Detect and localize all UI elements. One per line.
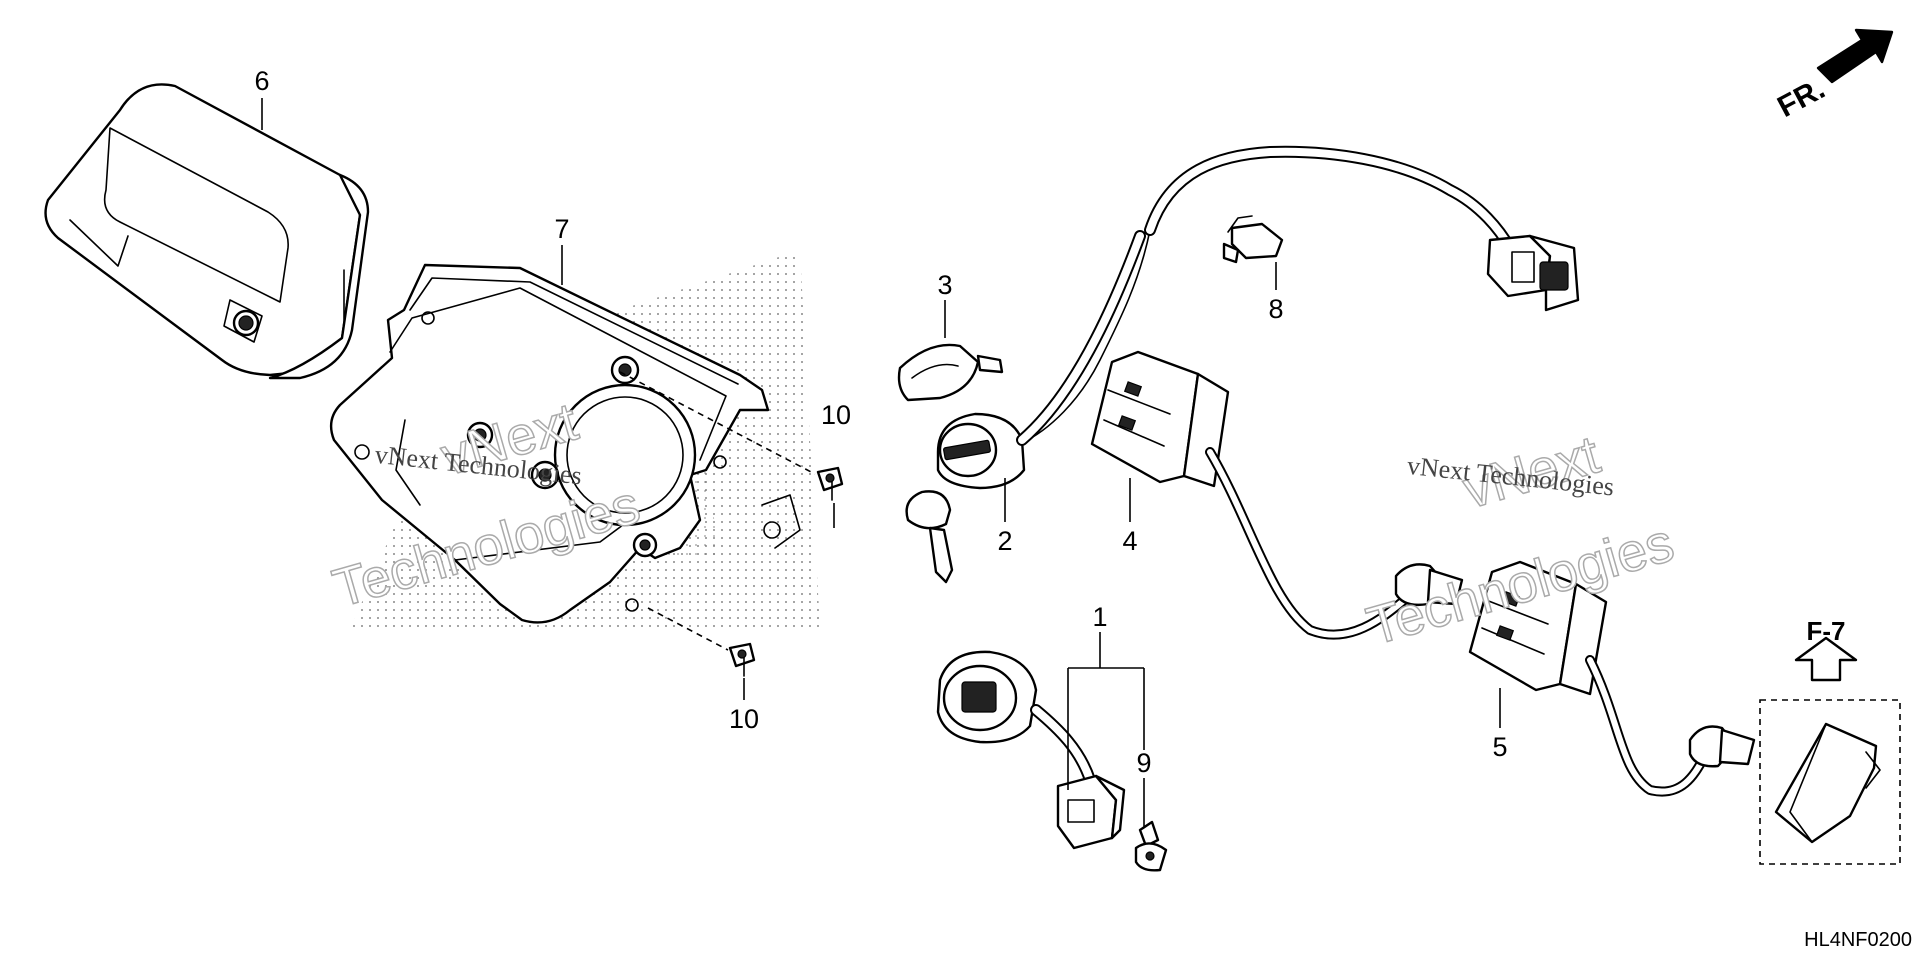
callout-2: 2 [997, 526, 1012, 556]
ignition-switch-icon [905, 229, 1151, 584]
callout-10: 10 [821, 400, 851, 430]
callout-5: 5 [1492, 732, 1507, 762]
callout-9: 9 [1136, 748, 1151, 778]
callout-1: 1 [1092, 602, 1107, 632]
callout-7: 7 [554, 214, 569, 244]
reference-label: F-7 [1807, 616, 1846, 646]
leader-lines [261, 98, 1501, 828]
key-cap-icon [897, 343, 1004, 402]
harness-icon [1016, 145, 1580, 446]
callout-8: 8 [1268, 294, 1283, 324]
clip-icon [1222, 215, 1284, 264]
reference-arrow-icon [1794, 636, 1858, 682]
callout-3: 3 [937, 270, 952, 300]
front-direction-label: FR. [1772, 72, 1830, 124]
callout-6: 6 [254, 66, 269, 96]
relay-box-icon [1090, 350, 1464, 640]
socket-harness-icon [936, 650, 1126, 850]
screw-icon [647, 607, 756, 677]
relay-box-icon [1468, 560, 1756, 797]
meter-cover-icon [44, 83, 370, 380]
callout-10: 10 [729, 704, 759, 734]
front-direction-arrow-icon [1816, 28, 1894, 84]
screw-icon [619, 371, 844, 501]
drawing-code: HL4NF0200 [1804, 929, 1912, 951]
clip-icon [1134, 820, 1168, 872]
reference-box [1759, 699, 1901, 865]
meter-bracket-icon [329, 263, 801, 624]
callout-4: 4 [1122, 526, 1137, 556]
